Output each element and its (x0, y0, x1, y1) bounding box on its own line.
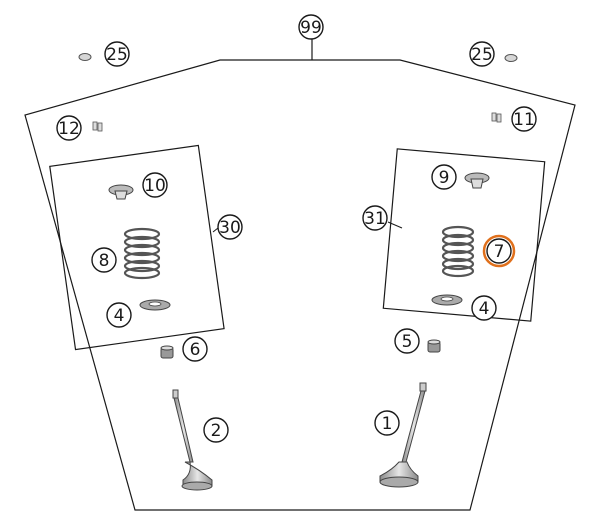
callout-label: 8 (99, 251, 110, 271)
callout-label: 11 (513, 110, 535, 130)
callout-1: 1 (374, 410, 400, 436)
callout-label: 4 (479, 299, 490, 319)
callout-label: 2 (211, 421, 222, 441)
callout-8: 8 (91, 247, 117, 273)
callout-label: 5 (402, 332, 413, 352)
callout-label: 9 (439, 168, 450, 188)
callout-label: 1 (382, 414, 393, 434)
callout-label: 30 (219, 218, 241, 238)
callout-label: 25 (106, 45, 128, 65)
part-25-right (504, 54, 518, 62)
part-9-retainer (464, 172, 490, 189)
callout-label: 7 (494, 242, 505, 262)
part-5-seal (427, 339, 441, 353)
part-11-keepers (491, 112, 502, 123)
subkit-box-31 (382, 148, 546, 322)
part-12-keepers (92, 121, 103, 132)
assembly-outline (24, 26, 576, 511)
callout-label: 10 (144, 176, 166, 196)
part-7-spring (441, 225, 475, 278)
part-10-retainer (108, 184, 134, 200)
callout-label: 4 (114, 306, 125, 326)
callout-25-right: 25 (469, 41, 495, 67)
leader-30 (212, 227, 219, 233)
part-25-left (78, 53, 92, 61)
callout-label: 31 (364, 209, 386, 229)
part-2-valve (172, 389, 213, 491)
callout-25-left: 25 (104, 41, 130, 67)
callout-label: 12 (58, 119, 80, 139)
part-4-seat-left (139, 299, 171, 311)
callout-10: 10 (142, 172, 168, 198)
callout-4-left: 4 (106, 302, 132, 328)
leader-31 (387, 221, 403, 229)
callout-4-right: 4 (471, 295, 497, 321)
callout-99: 99 (298, 14, 324, 40)
callout-31: 31 (362, 205, 388, 231)
callout-6: 6 (182, 336, 208, 362)
part-8-spring (123, 227, 161, 280)
callout-11: 11 (511, 106, 537, 132)
callout-7-highlighted: 7 (482, 234, 516, 268)
callout-30: 30 (217, 214, 243, 240)
subkit-box-30 (49, 144, 225, 351)
highlight-ring (482, 234, 516, 268)
callout-label: 6 (190, 340, 201, 360)
part-1-valve (379, 382, 427, 488)
callout-9: 9 (431, 164, 457, 190)
callout-2: 2 (203, 417, 229, 443)
callout-label: 99 (300, 18, 322, 38)
part-6-seal (160, 345, 174, 359)
callout-5: 5 (394, 328, 420, 354)
callout-label: 25 (471, 45, 493, 65)
callout-12: 12 (56, 115, 82, 141)
part-4-seat-right (431, 294, 463, 306)
